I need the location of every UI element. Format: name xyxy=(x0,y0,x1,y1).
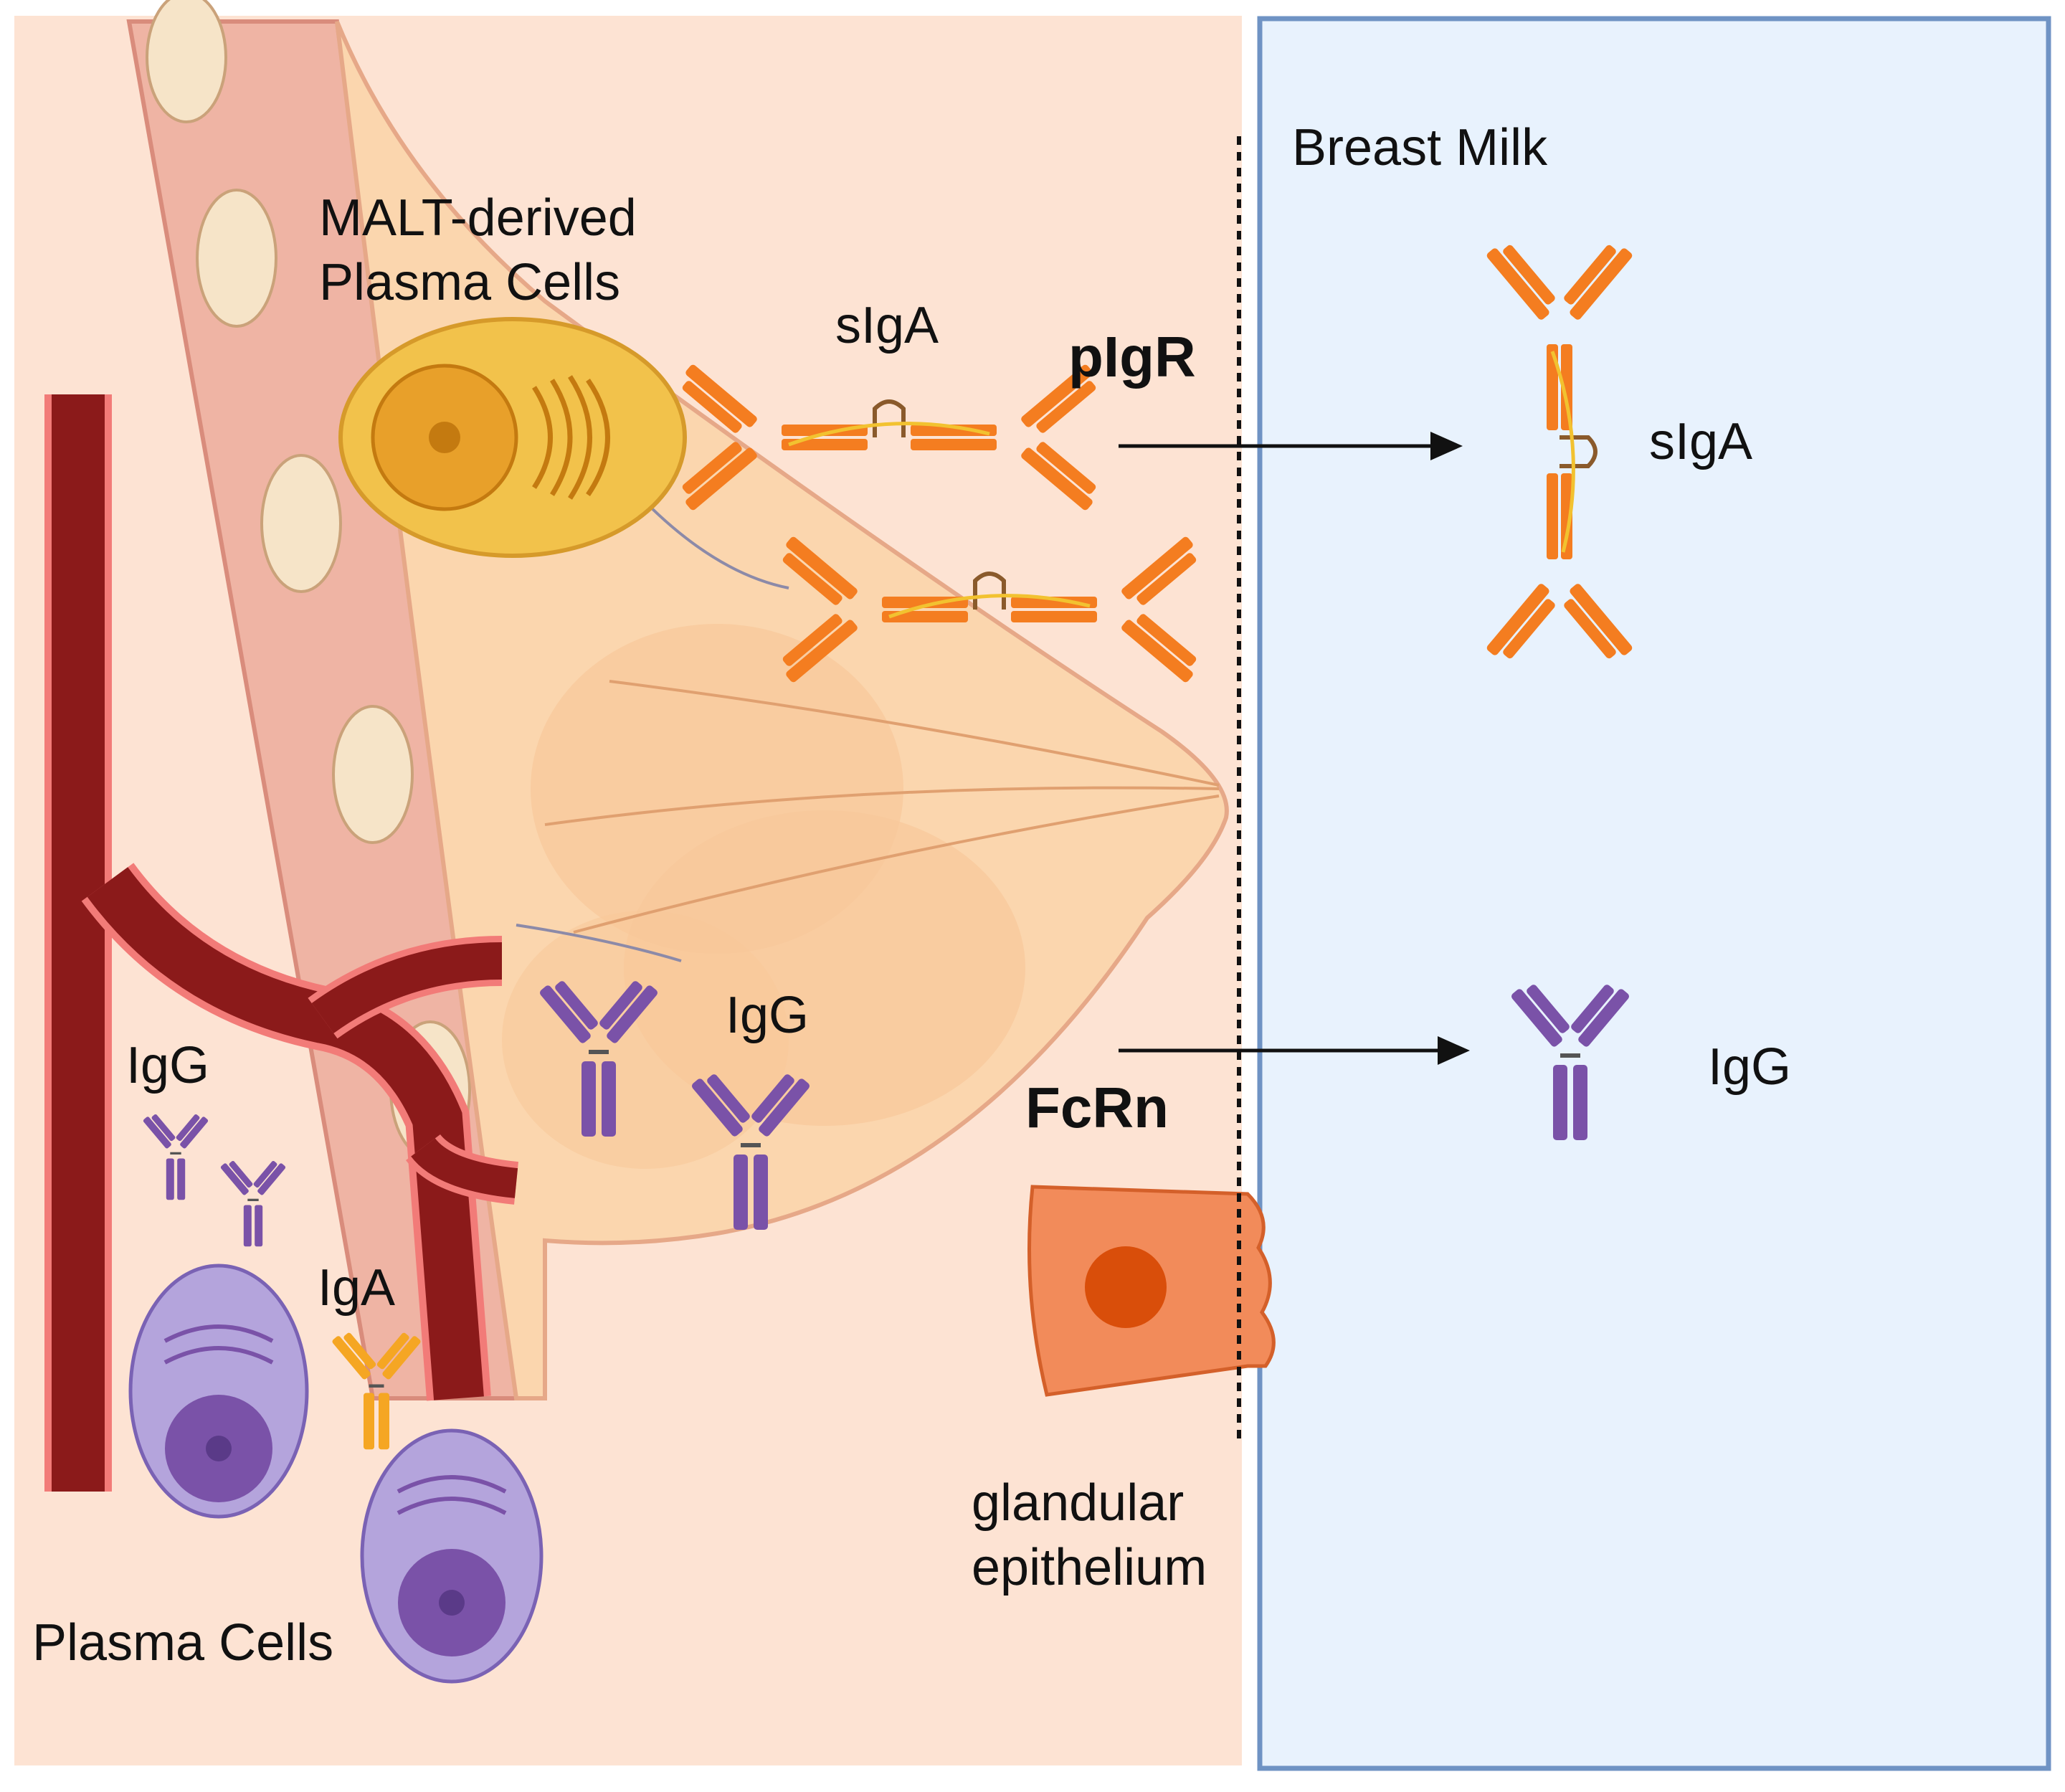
breast-milk-label: Breast Milk xyxy=(1292,119,1548,176)
igg-tissue-label: IgG xyxy=(726,987,809,1044)
epithelium-label-line2: epithelium xyxy=(972,1539,1207,1596)
malt-label-line1: MALT-derived xyxy=(319,189,637,247)
pigr-label: pIgR xyxy=(1068,325,1196,389)
epithelium-label-line1: glandular xyxy=(972,1474,1184,1532)
epithelial-cell-icon xyxy=(1027,1185,1276,1397)
plasma-cell-icon xyxy=(360,1428,543,1684)
arrow-right-icon xyxy=(1119,1036,1470,1065)
iga-blood-label: IgA xyxy=(318,1259,395,1317)
igg-milk-label: IgG xyxy=(1708,1038,1791,1096)
siga-milk-label: sIgA xyxy=(1649,413,1752,470)
plasma-cell-icon xyxy=(128,1264,309,1519)
blood-vessel-icon xyxy=(44,394,519,1492)
breast-milk-panel xyxy=(1257,16,2051,1771)
igg-blood-label: IgG xyxy=(126,1037,209,1094)
siga-tissue-label: sIgA xyxy=(835,297,939,354)
plasma-cells-label: Plasma Cells xyxy=(32,1614,333,1672)
arrow-right-icon xyxy=(1119,432,1463,460)
malt-label-line2: Plasma Cells xyxy=(319,254,620,311)
malt-plasma-cell-icon xyxy=(338,317,687,558)
fcrn-label: FcRn xyxy=(1025,1076,1169,1139)
